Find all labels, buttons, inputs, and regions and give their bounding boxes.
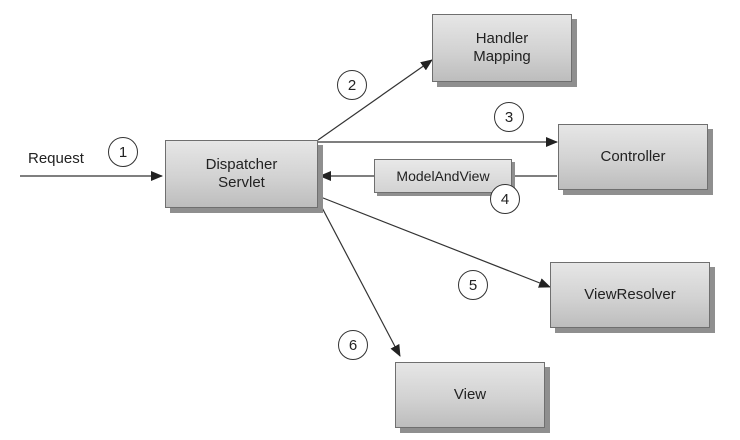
step-6-badge: 6 xyxy=(338,330,368,360)
arrow-to-view-resolver xyxy=(317,195,551,288)
view-box: View xyxy=(395,362,545,428)
view-resolver-box: ViewResolver xyxy=(550,262,710,328)
arrow-to-view xyxy=(317,199,401,357)
handler-mapping-label: Handler Mapping xyxy=(473,30,531,66)
handler-mapping-line-1: Handler xyxy=(475,30,529,47)
step-5-badge: 5 xyxy=(458,270,488,300)
view-resolver-label: ViewResolver xyxy=(584,286,676,303)
dispatcher-servlet-box: Dispatcher Servlet xyxy=(165,140,318,208)
dispatcher-servlet-line-1: Dispatcher xyxy=(205,156,278,173)
model-and-view-label: ModelAndView xyxy=(396,168,490,184)
step-2-badge: 2 xyxy=(337,70,367,100)
controller-box: Controller xyxy=(558,124,708,190)
model-and-view-tag: ModelAndView xyxy=(374,159,512,193)
arrow-to-handler-mapping xyxy=(317,59,433,141)
request-label: Request xyxy=(28,150,84,167)
dispatcher-servlet-label: Dispatcher Servlet xyxy=(206,156,278,192)
controller-label: Controller xyxy=(600,148,666,165)
view-label: View xyxy=(453,386,487,403)
step-1-badge: 1 xyxy=(108,137,138,167)
step-4-badge: 4 xyxy=(490,184,520,214)
dispatcher-servlet-line-2: Servlet xyxy=(218,174,265,191)
step-3-badge: 3 xyxy=(494,102,524,132)
handler-mapping-box: Handler Mapping xyxy=(432,14,572,82)
handler-mapping-line-2: Mapping xyxy=(473,48,531,65)
